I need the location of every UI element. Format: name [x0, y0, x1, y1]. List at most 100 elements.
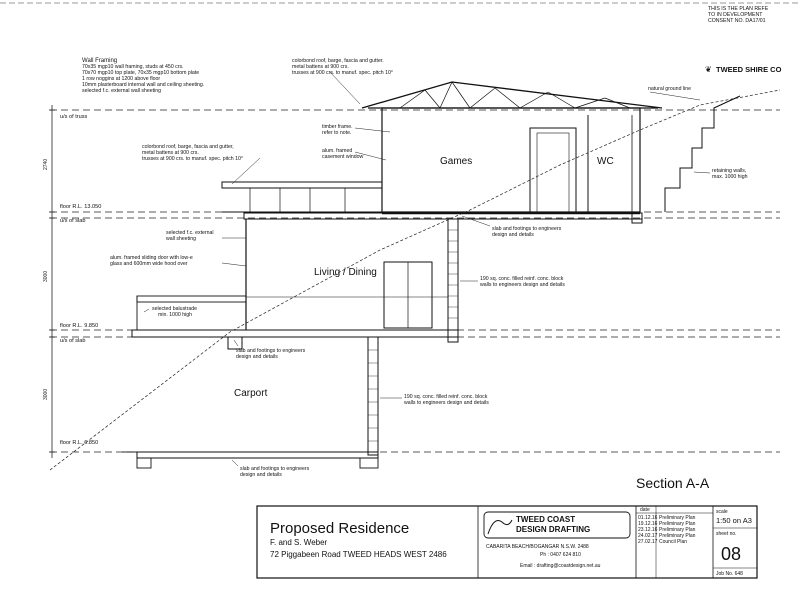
note-line: refer to note.	[322, 130, 351, 136]
level-floor-mid: floor R.L. 9.850	[60, 323, 98, 329]
note-line: 190 sq. conc. filled reinf. conc. block	[404, 394, 488, 400]
revision-desc: Preliminary Plan	[659, 515, 696, 521]
level-uos-slab-mid: u/s of slab	[60, 338, 86, 344]
revision-desc: Preliminary Plan	[659, 521, 696, 527]
council-name: TWEED SHIRE CO	[716, 65, 782, 74]
middle-level	[136, 218, 459, 331]
note-balustrade: selected balustrade min. 1000 high	[152, 306, 197, 318]
dimension-middle: 3000	[43, 271, 49, 282]
note-timber-frame: timber frame. refer to note.	[322, 124, 353, 136]
note-line: metal battens at 900 crs.	[142, 150, 199, 156]
note-line: colorbond roof, barge, fascia and gutter…	[292, 58, 384, 64]
note-line: 190 sq. conc. filled reinf. conc. block	[480, 276, 564, 282]
project-title: Proposed Residence	[270, 520, 409, 537]
revision-date: 24.02.17	[638, 533, 658, 539]
room-games: Games	[440, 156, 472, 167]
roof-truss	[361, 81, 663, 109]
wall-framing-line: 70x35 mgp10 wall framing, studs at 450 c…	[82, 64, 184, 70]
leader-lines	[143, 71, 711, 467]
room-carport: Carport	[234, 388, 268, 399]
revision-list: 01.12.16 Preliminary Plan 19.12.16 Preli…	[638, 515, 696, 545]
note-line: design and details	[492, 232, 534, 238]
note-line: slab and footings to engineers	[236, 348, 306, 354]
company-phone: Ph : 0407 624 810	[540, 552, 581, 558]
company-email: Email : drafting@coastdesign.net.au	[520, 563, 601, 569]
revision-desc: Preliminary Plan	[659, 527, 696, 533]
note-fc-sheeting: selected f.c. external wall sheeting	[166, 230, 214, 242]
note-line: selected f.c. external	[166, 230, 214, 236]
dimension-line	[49, 105, 55, 458]
revision-date: 01.12.16	[638, 515, 658, 521]
note-roof-lower: colorbond roof, barge, fascia and gutter…	[142, 144, 243, 162]
note-line: trusses at 900 crs. to manuf. spec. pitc…	[142, 156, 243, 162]
company-address: CABARITA BEACH/BOGANGAR N.S.W. 2488	[486, 544, 589, 550]
wall-framing-note: Wall Framing 70x35 mgp10 wall framing, s…	[82, 58, 204, 94]
room-wc: WC	[597, 156, 614, 167]
note-line: design and details	[240, 472, 282, 478]
sheet-number: 08	[721, 544, 741, 564]
revision-date: 23.12.16	[638, 527, 658, 533]
company-name-line-1: TWEED COAST	[516, 515, 575, 524]
company-logo: TWEED COAST DESIGN DRAFTING	[483, 511, 631, 539]
company-name-line-2: DESIGN DRAFTING	[516, 525, 590, 534]
revision-date: 27.02.17	[638, 539, 658, 545]
note-line: retaining walls,	[712, 168, 746, 174]
sheet-label: sheet no.	[716, 531, 737, 537]
level-uos-slab-upper: u/s of slab	[60, 218, 86, 224]
note-block-lower: 190 sq. conc. filled reinf. conc. block …	[404, 394, 489, 406]
note-line: casement window	[322, 154, 363, 160]
note-line: trusses at 900 crs. to manuf. spec. pitc…	[292, 70, 393, 76]
upper-deck	[221, 181, 383, 213]
plan-ref-line-2: TO IN DEVELOPMENT	[708, 12, 763, 18]
lower-level	[122, 336, 379, 469]
note-line: selected balustrade	[152, 306, 197, 312]
note-slab-low: slab and footings to engineers design an…	[240, 466, 310, 478]
job-number: Job No. 648	[716, 571, 743, 577]
level-floor-upper: floor R.L. 13.050	[60, 204, 101, 210]
dimension-lower: 3000	[43, 389, 49, 400]
wall-framing-line: selected f.c. external wall sheeting	[82, 88, 161, 94]
wall-framing-line: 70x70 mgp10 top plate, 70x35 mgp10 botto…	[82, 70, 199, 76]
note-line: walls to engineers design and details	[480, 282, 565, 288]
wall-framing-line: 10mm plasterboard internal wall and ceil…	[82, 82, 204, 88]
note-line: glass and 600mm wide hood over	[110, 261, 188, 267]
level-floor-low: floor R.L. 6.850	[60, 440, 98, 446]
plan-reference-note: THIS IS THE PLAN REFE TO IN DEVELOPMENT …	[708, 6, 769, 24]
note-natural-ground: natural ground line	[648, 86, 691, 92]
note-block-upper: 190 sq. conc. filled reinf. conc. block …	[480, 276, 565, 288]
note-sliding-door: alum. framed sliding door with low-e gla…	[110, 255, 193, 267]
note-line: min. 1000 high	[158, 312, 192, 318]
wall-framing-line: 1 row noggins at 1200 above floor	[82, 76, 160, 82]
revision-desc: Preliminary Plan	[659, 533, 696, 539]
wall-framing-title: Wall Framing	[82, 58, 117, 64]
note-line: max. 1000 high	[712, 174, 748, 180]
middle-slab	[131, 329, 459, 350]
site-address: 72 Piggabeen Road TWEED HEADS WEST 2486	[270, 550, 447, 559]
note-line: walls to engineers design and details	[404, 400, 489, 406]
plan-ref-line-3: CONSENT NO. DA17/01	[708, 18, 766, 24]
room-living-dining: Living / Dining	[314, 267, 377, 278]
note-retaining: retaining walls, max. 1000 high	[712, 168, 748, 180]
revision-desc: Council Plan	[659, 539, 687, 545]
scale-value: 1:50 on A3	[716, 516, 752, 525]
client-name: F. and S. Weber	[270, 538, 328, 547]
dimension-upper: 2740	[43, 159, 49, 170]
note-line: metal battens at 900 crs.	[292, 64, 349, 70]
natural-ground-line	[49, 89, 781, 471]
note-line: colorbond roof, barge, fascia and gutter…	[142, 144, 234, 150]
note-line: wall sheeting	[166, 236, 196, 242]
council-logo: ❦ TWEED SHIRE CO	[705, 65, 782, 74]
note-line: design and details	[236, 354, 278, 360]
note-line: alum. framed	[322, 148, 352, 154]
note-casement: alum. framed casement window	[322, 148, 363, 160]
note-slab-mid: slab and footings to engineers design an…	[236, 348, 306, 360]
retaining-walls	[664, 95, 741, 212]
note-line: slab and footings to engineers	[240, 466, 310, 472]
note-line: slab and footings to engineers	[492, 226, 562, 232]
upper-slab	[243, 212, 643, 224]
title-block: Proposed Residence F. and S. Weber 72 Pi…	[256, 505, 758, 579]
note-line: alum. framed sliding door with low-e	[110, 255, 193, 261]
plan-ref-line-1: THIS IS THE PLAN REFE	[708, 6, 769, 12]
revision-date: 19.12.16	[638, 521, 658, 527]
